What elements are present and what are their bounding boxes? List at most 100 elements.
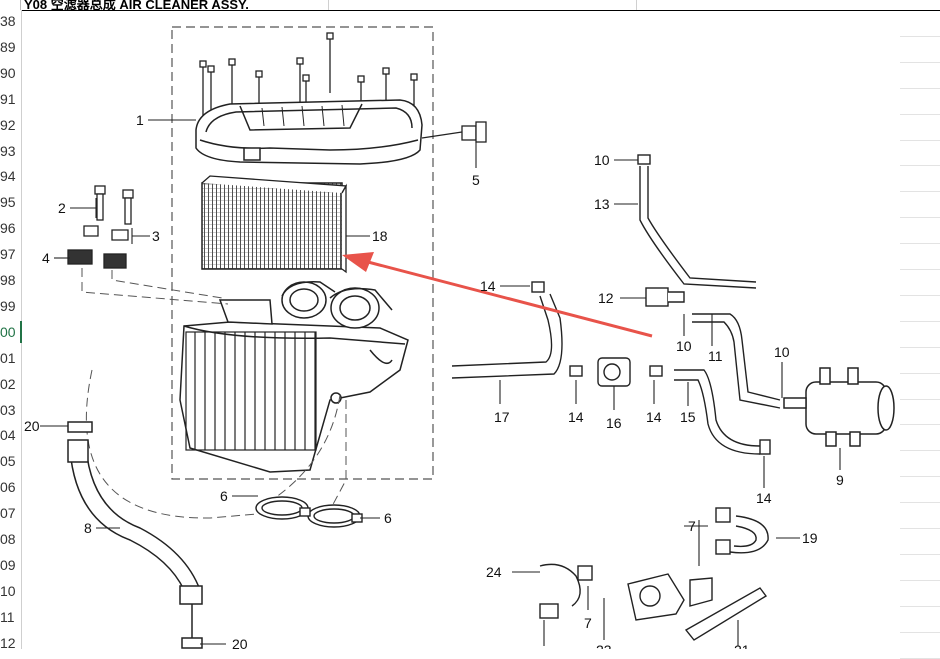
label-2: 2 bbox=[58, 200, 66, 216]
grid-line bbox=[900, 398, 940, 400]
hose-clamps bbox=[255, 496, 363, 528]
grid-line bbox=[900, 631, 940, 633]
canister-9 bbox=[783, 367, 895, 447]
label-10b: 10 bbox=[676, 338, 692, 354]
row-number[interactable]: 93 bbox=[0, 142, 16, 159]
label-3: 3 bbox=[152, 228, 160, 244]
purge-valve-assembly bbox=[539, 507, 769, 641]
label-6b: 6 bbox=[384, 510, 392, 526]
row-number[interactable]: 94 bbox=[0, 168, 16, 185]
row-number[interactable]: 05 bbox=[0, 453, 16, 470]
row-number[interactable]: 00 bbox=[0, 323, 16, 340]
row-number[interactable]: 06 bbox=[0, 479, 16, 496]
row-number[interactable]: 12 bbox=[0, 634, 16, 651]
column-divider bbox=[636, 0, 637, 10]
row-number[interactable]: 10 bbox=[0, 582, 16, 599]
label-14c: 14 bbox=[646, 409, 662, 425]
grid-line bbox=[900, 269, 940, 270]
title-cell[interactable]: Y08 空滤器总成 AIR CLEANER ASSY. bbox=[24, 0, 249, 11]
row-number[interactable]: 08 bbox=[0, 531, 16, 547]
grid-line bbox=[900, 424, 940, 426]
grid-line bbox=[900, 320, 940, 322]
grid-line bbox=[900, 61, 940, 63]
label-6a: 6 bbox=[220, 488, 228, 504]
row-number[interactable]: 90 bbox=[0, 64, 16, 81]
row-number[interactable]: 38 bbox=[0, 13, 16, 29]
grid-line bbox=[900, 35, 940, 37]
label-18: 18 bbox=[372, 228, 388, 244]
label-19: 19 bbox=[802, 530, 818, 546]
filter-element bbox=[201, 175, 348, 274]
label-14b: 14 bbox=[568, 409, 584, 425]
column-divider bbox=[328, 0, 329, 10]
grid-line bbox=[900, 165, 940, 167]
grid-line bbox=[900, 528, 940, 529]
active-row-indicator bbox=[20, 320, 22, 343]
grid-line bbox=[900, 346, 940, 348]
grid-line bbox=[900, 579, 940, 581]
label-21: 21 bbox=[734, 642, 750, 649]
valve-12 bbox=[645, 287, 685, 307]
callout-leaders bbox=[40, 119, 841, 646]
row-number[interactable]: 01 bbox=[0, 349, 16, 366]
row-number[interactable]: 11 bbox=[0, 608, 15, 625]
row-number[interactable]: 95 bbox=[0, 194, 16, 211]
grid-line bbox=[900, 605, 940, 607]
label-14d: 14 bbox=[756, 490, 772, 506]
label-17: 17 bbox=[494, 409, 510, 425]
label-8: 8 bbox=[84, 520, 92, 536]
spreadsheet-title-row: Y08 空滤器总成 AIR CLEANER ASSY. bbox=[0, 0, 940, 11]
grid-line bbox=[900, 243, 940, 245]
grid-line bbox=[900, 553, 940, 555]
row-number[interactable]: 92 bbox=[0, 116, 16, 133]
label-12: 12 bbox=[598, 290, 614, 306]
label-1: 1 bbox=[136, 112, 144, 128]
grid-line bbox=[900, 87, 940, 89]
row-number[interactable]: 02 bbox=[0, 375, 16, 392]
row-number[interactable]: 07 bbox=[0, 505, 16, 522]
label-23: 23 bbox=[596, 642, 612, 649]
hose-17 bbox=[451, 281, 563, 379]
air-cleaner-cover bbox=[195, 99, 423, 165]
row-number[interactable]: 89 bbox=[0, 38, 16, 55]
assembly-boundary bbox=[171, 26, 434, 480]
grid-line bbox=[900, 294, 940, 296]
grid-line bbox=[900, 502, 940, 504]
label-10a: 10 bbox=[594, 152, 610, 168]
label-14a: 14 bbox=[480, 278, 496, 294]
row-number[interactable]: 03 bbox=[0, 401, 16, 418]
row-number[interactable]: 04 bbox=[0, 427, 16, 444]
label-13: 13 bbox=[594, 196, 610, 212]
grid-line bbox=[900, 657, 940, 659]
grid-line bbox=[900, 217, 940, 219]
callout-labels: 1 2 3 4 5 18 6 6 8 20 20 10 13 12 14 17 … bbox=[24, 112, 844, 649]
row-number[interactable]: 91 bbox=[0, 90, 16, 107]
label-20b: 20 bbox=[232, 636, 248, 649]
assembly-leader-lines bbox=[81, 268, 347, 519]
label-15: 15 bbox=[680, 409, 696, 425]
air-cleaner-housing bbox=[179, 281, 409, 473]
label-20a: 20 bbox=[24, 418, 40, 434]
label-16: 16 bbox=[606, 415, 622, 431]
label-4: 4 bbox=[42, 250, 50, 266]
label-9: 9 bbox=[836, 472, 844, 488]
label-7b: 7 bbox=[584, 615, 592, 631]
row-number[interactable]: 96 bbox=[0, 220, 16, 237]
grid-line bbox=[900, 372, 940, 374]
grid-line bbox=[900, 476, 940, 478]
row-number[interactable]: 98 bbox=[0, 272, 16, 288]
pcv-pipe-13 bbox=[637, 154, 757, 289]
mounting-screws bbox=[67, 185, 134, 269]
row-header-corner bbox=[0, 0, 21, 10]
label-11: 11 bbox=[708, 348, 723, 364]
row-number[interactable]: 97 bbox=[0, 246, 16, 263]
grid-line bbox=[900, 450, 940, 452]
row-number[interactable]: 09 bbox=[0, 556, 16, 573]
label-10c: 10 bbox=[774, 344, 790, 360]
grid-line bbox=[900, 191, 940, 193]
row-number[interactable]: 99 bbox=[0, 297, 16, 314]
grid-line bbox=[900, 139, 940, 141]
hose-11 bbox=[692, 313, 781, 409]
label-5: 5 bbox=[472, 172, 480, 188]
